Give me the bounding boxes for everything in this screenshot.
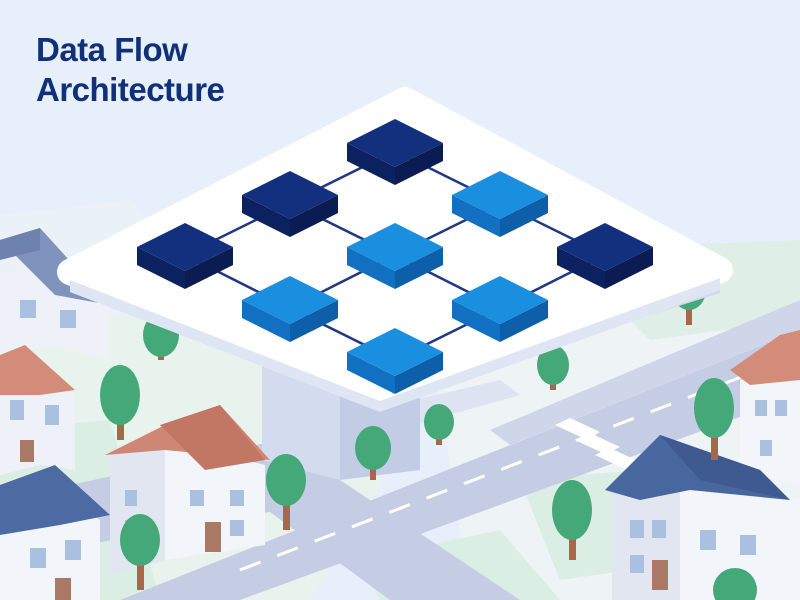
data-nodes [137,119,653,394]
trees-front [100,365,757,600]
node-n7 [347,328,443,394]
roads [0,300,800,600]
crosswalk [555,418,640,469]
node-n5 [347,223,443,289]
node-n8 [452,276,548,342]
node-n3 [347,119,443,185]
title-line-2: Architecture [36,71,225,108]
node-n6 [452,171,548,237]
house-front-left [0,465,110,600]
diagram-title: Data Flow Architecture [36,30,225,110]
node-n4 [242,276,338,342]
house-left-middle [0,345,75,475]
title-line-1: Data Flow [36,31,188,68]
node-n9 [557,223,653,289]
house-front-right [605,435,800,600]
node-n2 [242,171,338,237]
node-n1 [137,223,233,289]
house-right-middle [730,330,800,485]
